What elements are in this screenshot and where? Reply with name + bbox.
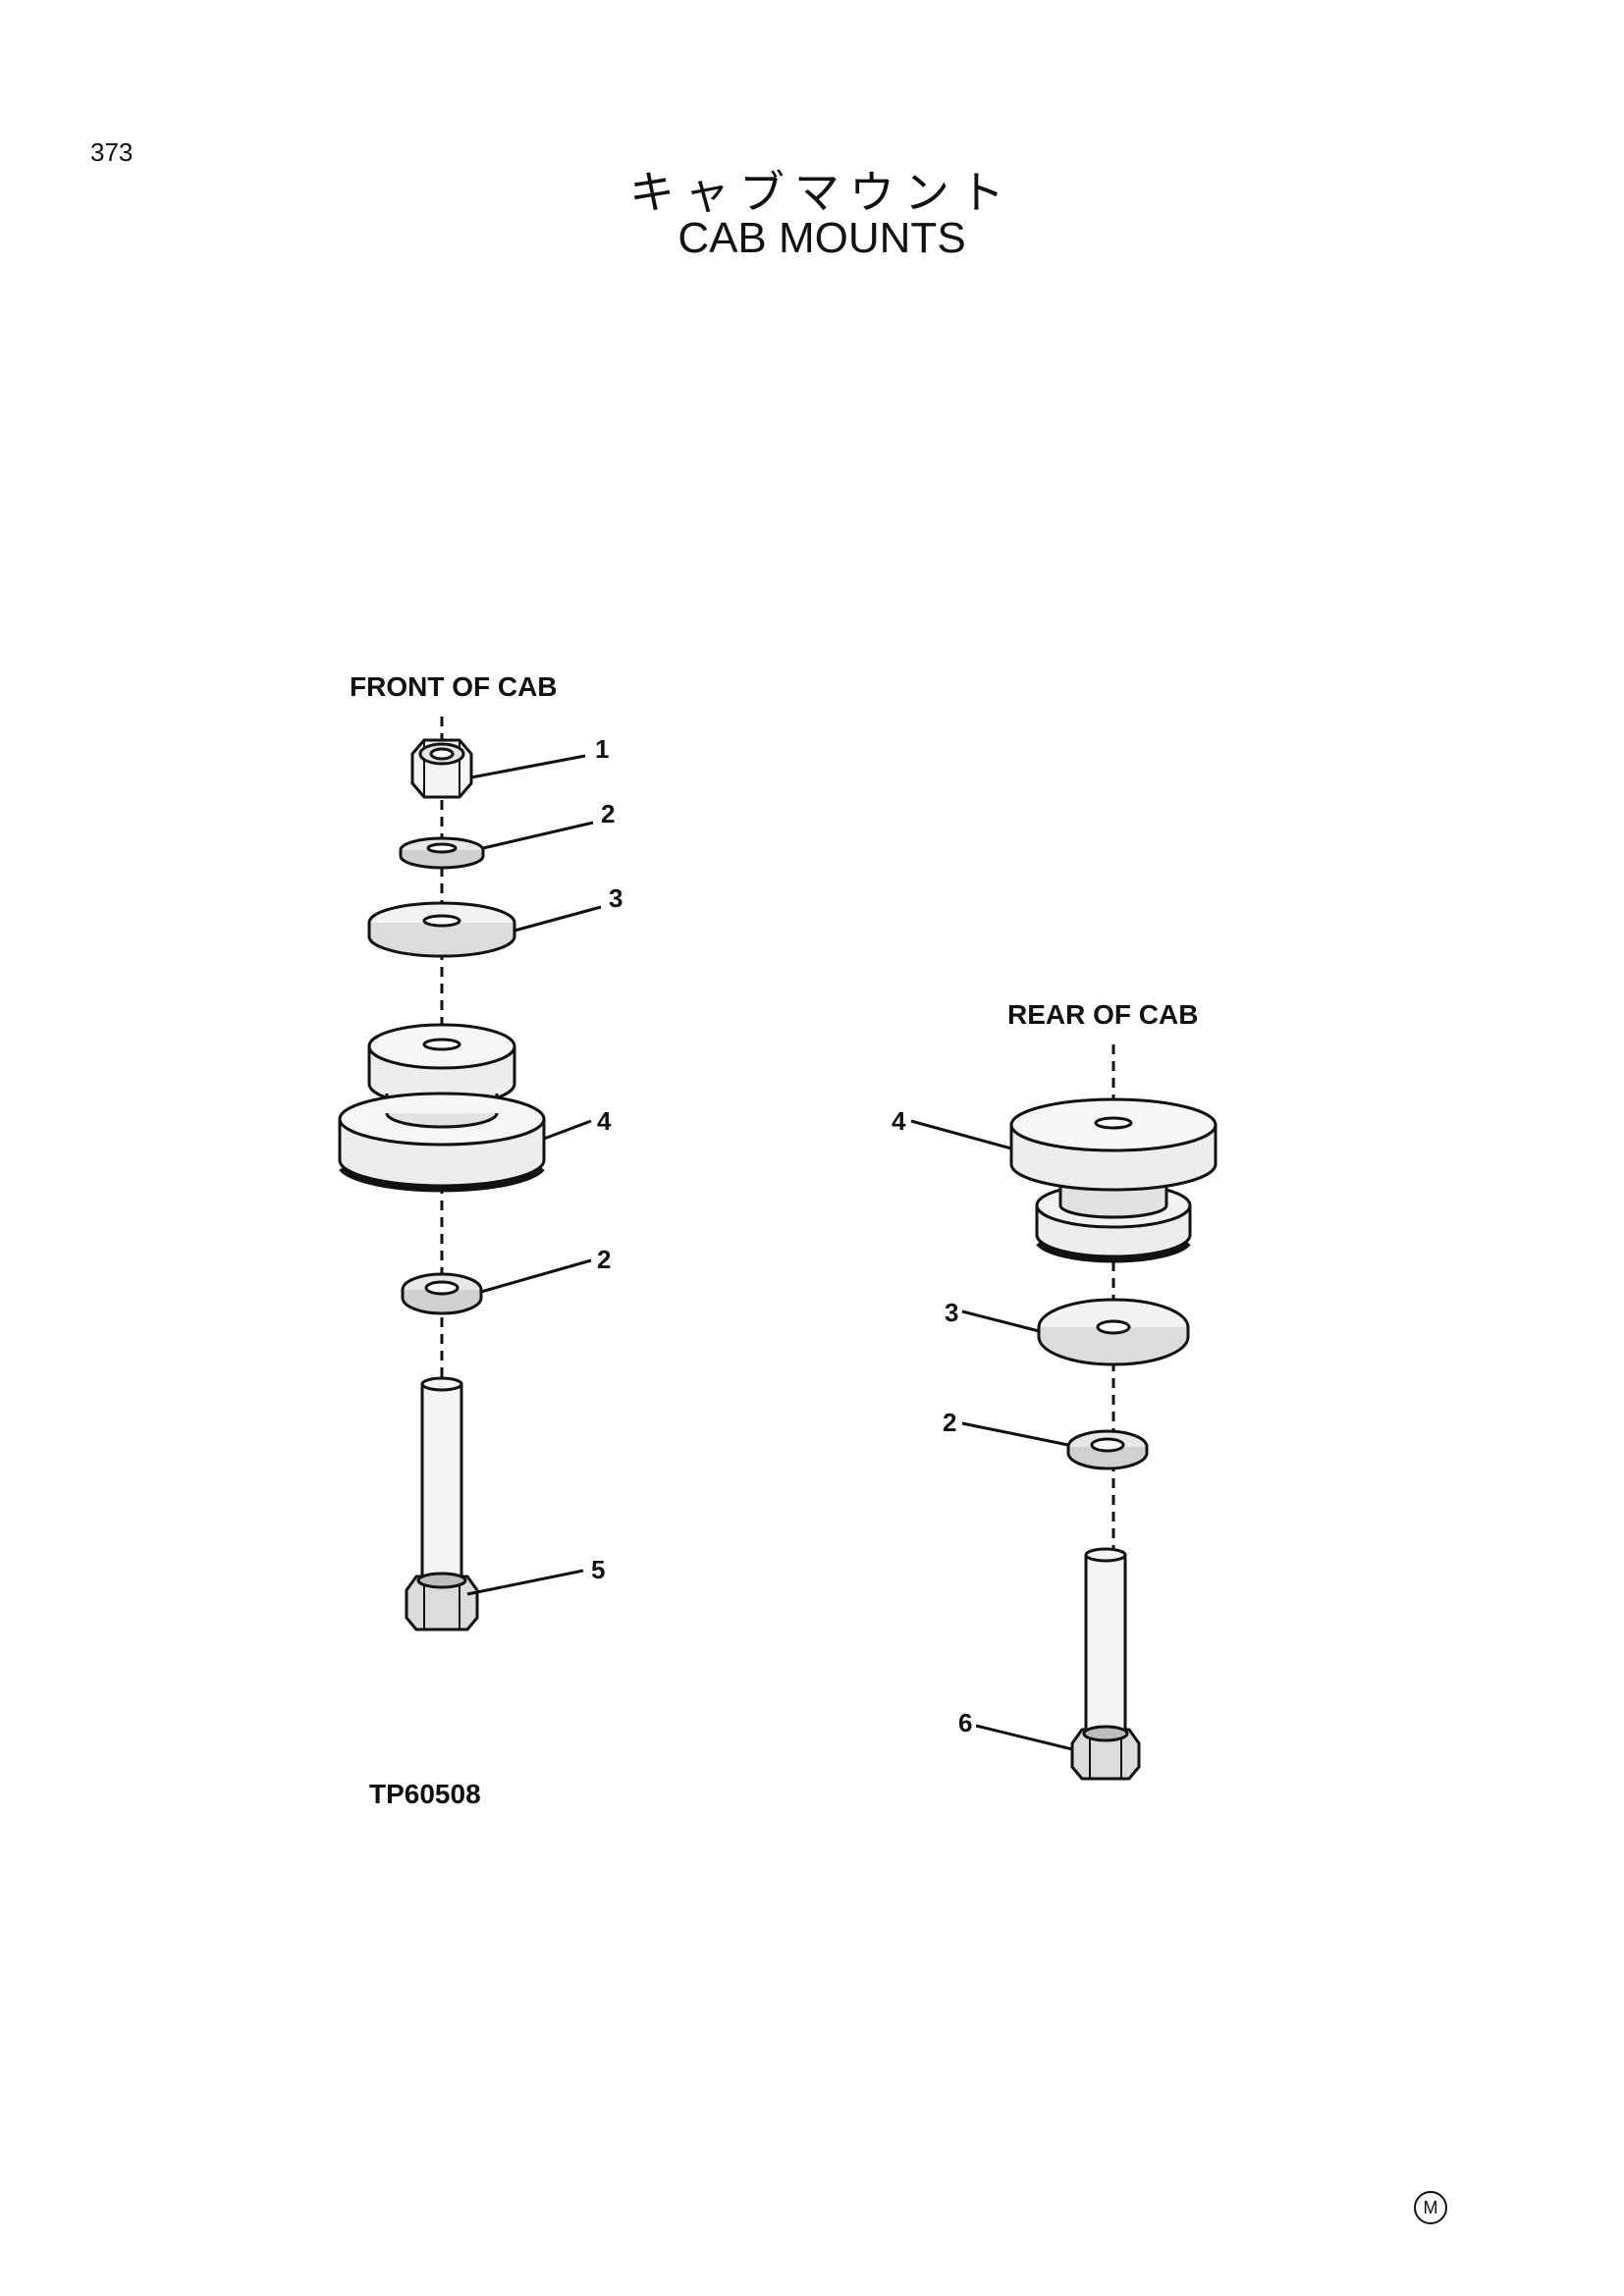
rear-callout-3: 3 <box>945 1298 959 1327</box>
page-number: 373 <box>90 137 134 167</box>
front-callout-5: 5 <box>591 1555 606 1584</box>
front-callout-1: 1 <box>595 734 610 764</box>
title-japanese: キャブマウント <box>629 166 1014 219</box>
front-leader-4 <box>543 1119 592 1141</box>
rear-leader-2 <box>961 1421 1069 1447</box>
front-part-4-rubber-mount-icon <box>338 1023 546 1193</box>
rear-part-6-bolt-icon <box>1070 1547 1141 1781</box>
front-part-2-washer-icon <box>399 836 485 870</box>
front-part-2-lower-washer-icon <box>401 1272 483 1315</box>
rear-callout-4: 4 <box>892 1106 906 1136</box>
rear-callout-6: 6 <box>958 1708 973 1737</box>
rear-leader-4 <box>910 1119 1012 1150</box>
rear-part-3-large-washer-icon <box>1037 1298 1190 1366</box>
rear-of-cab-label: REAR OF CAB <box>1007 999 1199 1030</box>
front-leader-2-lower <box>480 1258 592 1294</box>
rear-callout-2: 2 <box>943 1408 957 1437</box>
title-english: CAB MOUNTS <box>677 214 966 262</box>
front-leader-5 <box>466 1569 584 1596</box>
front-part-3-large-washer-icon <box>367 901 516 958</box>
front-leader-2-upper <box>482 821 594 850</box>
front-part-1-nut-icon <box>410 738 473 799</box>
rear-leader-6 <box>975 1724 1073 1751</box>
rear-part-2-washer-icon <box>1066 1429 1149 1470</box>
front-part-5-bolt-icon <box>405 1376 479 1631</box>
front-callout-3: 3 <box>609 883 623 913</box>
front-callout-2-lower: 2 <box>597 1245 612 1274</box>
rear-part-4-rubber-mount-icon <box>1009 1097 1218 1263</box>
figure-code: TP60508 <box>369 1779 481 1809</box>
rear-leader-3 <box>961 1309 1040 1333</box>
front-leader-1 <box>470 754 586 779</box>
m-mark-symbol: M <box>1414 2191 1447 2224</box>
front-leader-3 <box>514 905 602 933</box>
front-of-cab-label: FRONT OF CAB <box>350 671 558 702</box>
front-callout-2-upper: 2 <box>601 799 616 828</box>
front-callout-4: 4 <box>597 1106 612 1136</box>
